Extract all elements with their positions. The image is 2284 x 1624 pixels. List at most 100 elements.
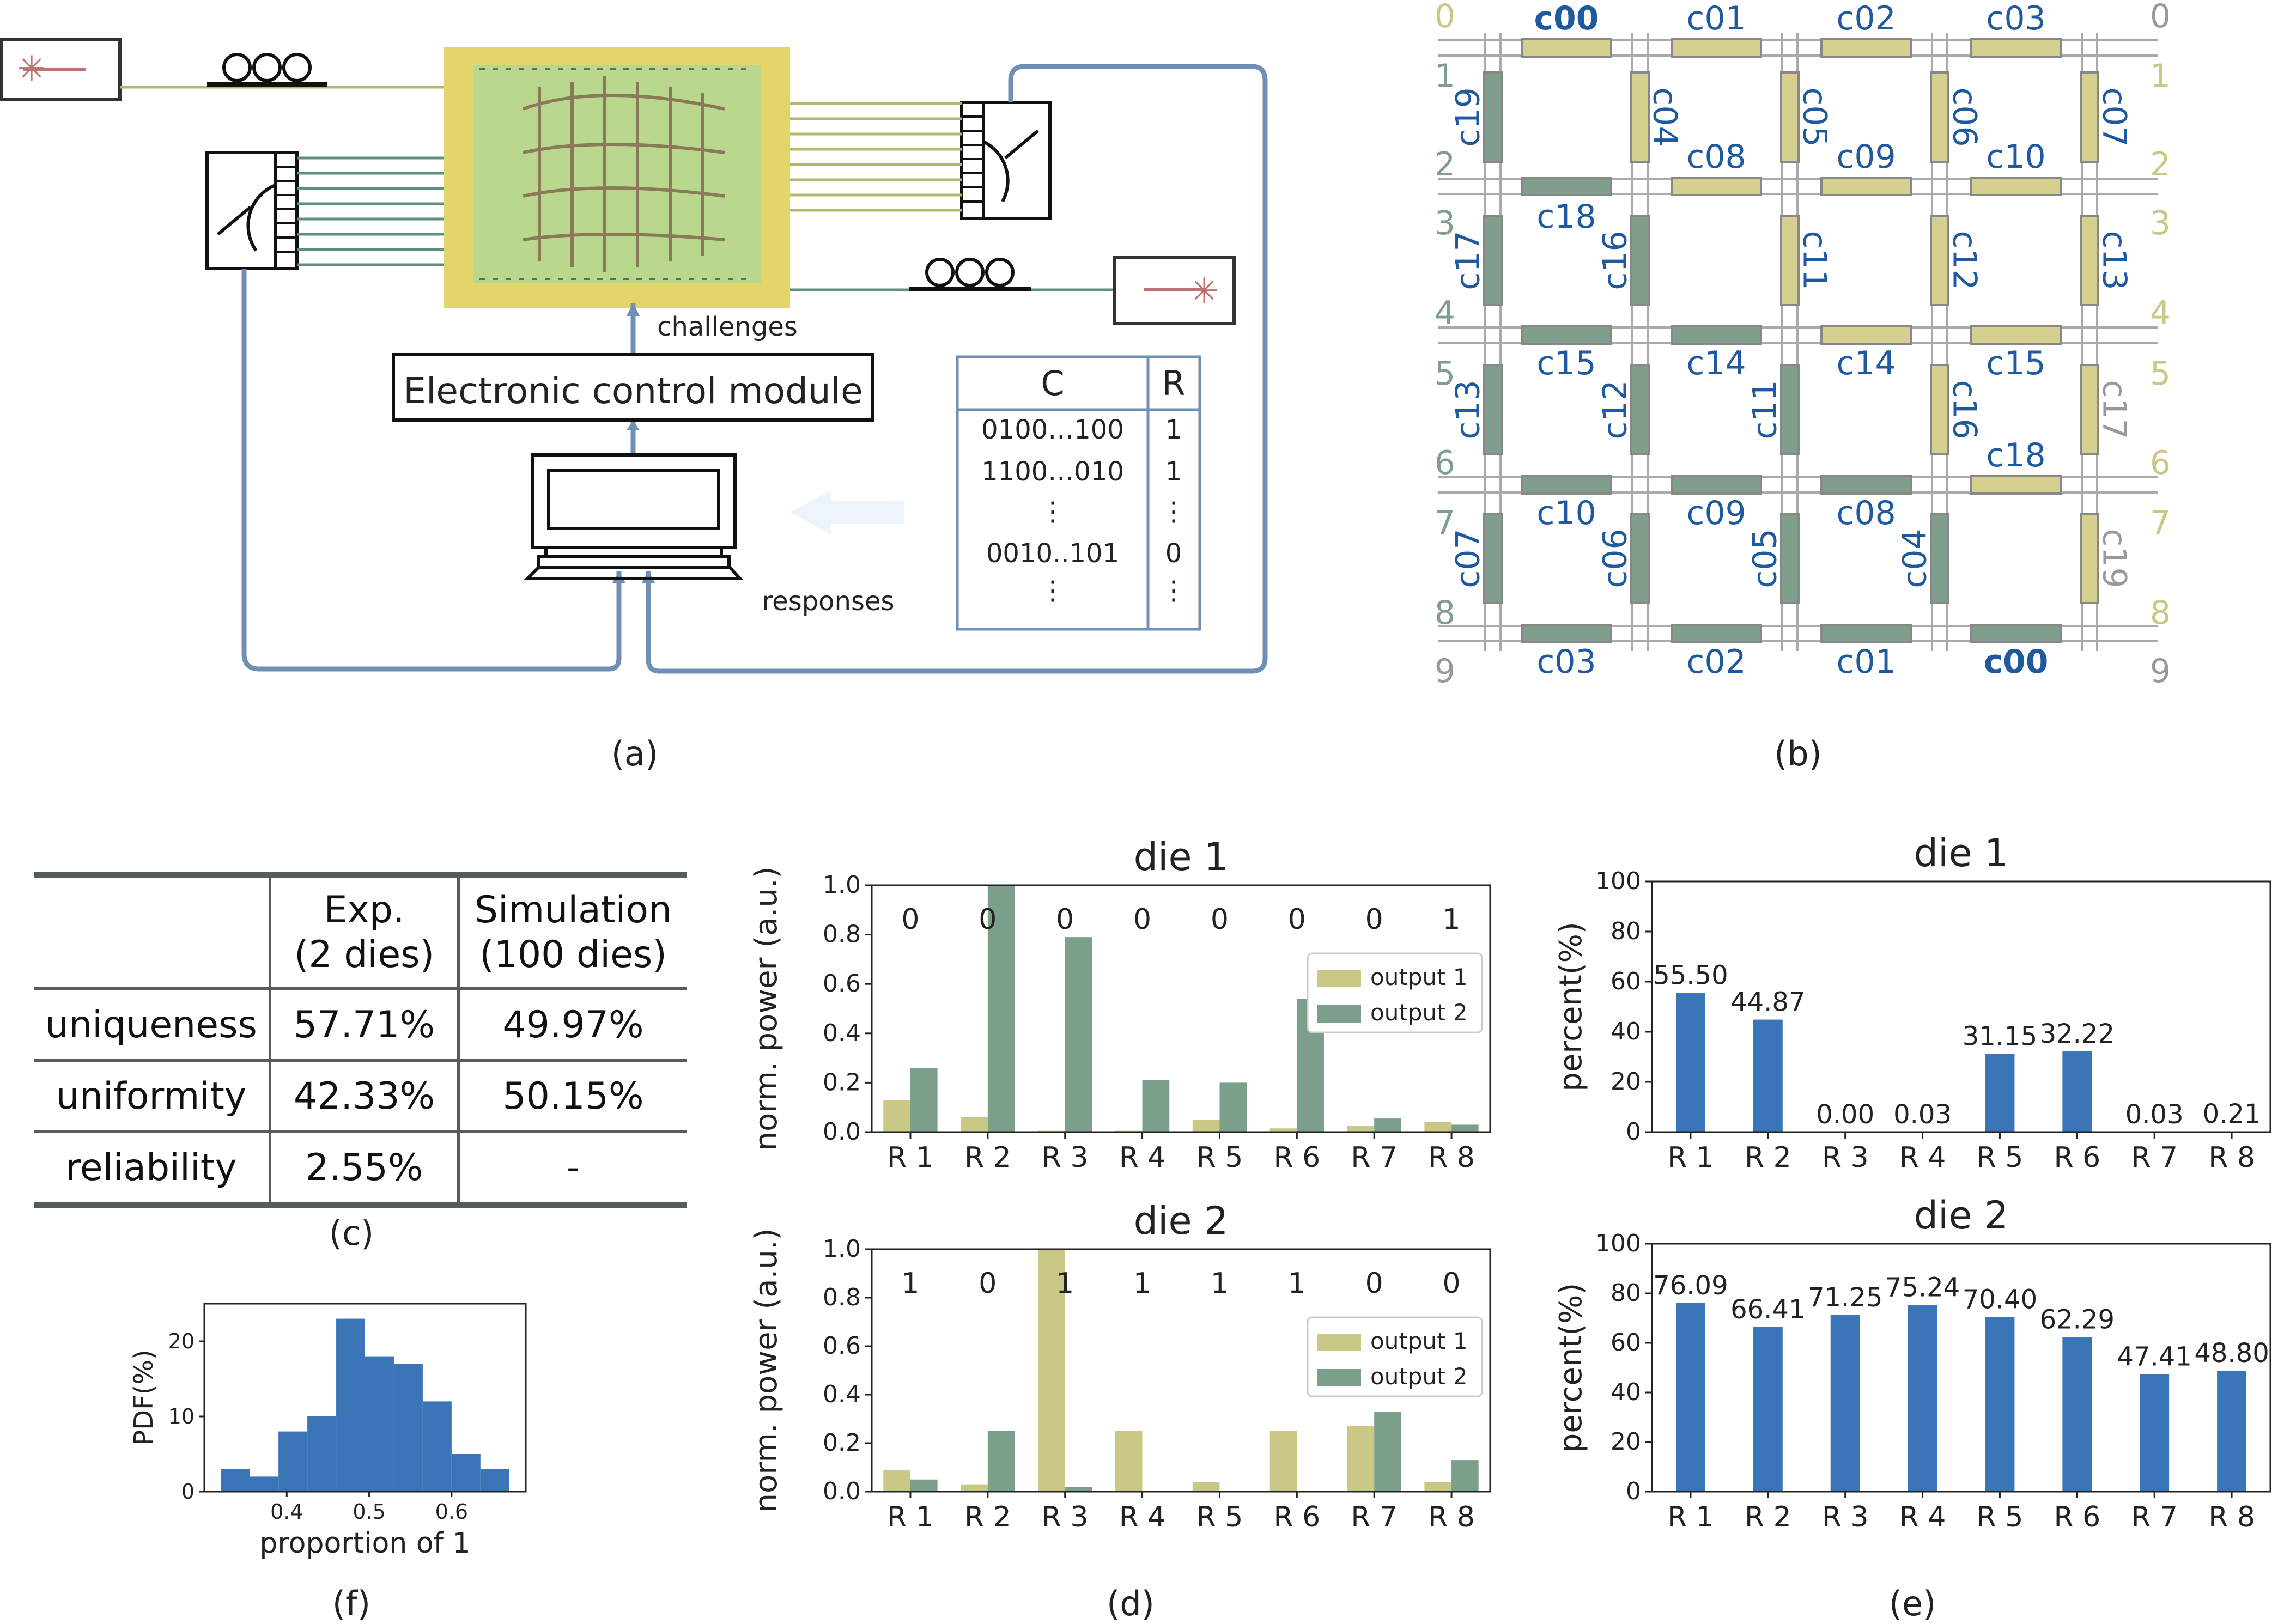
x-tick-label: R 1	[1667, 1501, 1714, 1534]
plot-frame	[203, 1303, 527, 1493]
metrics-table: Exp.(2 dies) Simulation(100 dies) unique…	[34, 872, 687, 1208]
response-bit-label: 0	[1288, 903, 1306, 936]
coupler-label: c18	[1986, 436, 2045, 475]
response-bit-label: 0	[1211, 903, 1229, 936]
coupler-label: c07	[1449, 528, 1487, 588]
y-tick-label: 0	[1626, 1477, 1641, 1505]
response-bit-label: 1	[1443, 903, 1461, 936]
header-sim-line1: Simulation	[474, 889, 672, 932]
bar-value-label: 0.03	[1893, 1099, 1952, 1130]
coupler-vertical	[1930, 71, 1949, 163]
x-tick-label: R 4	[1119, 1141, 1166, 1174]
response-bit-label: 0	[1133, 903, 1151, 936]
laser-source-right	[1113, 256, 1236, 325]
crp-challenge: 0100…100	[981, 415, 1124, 445]
plot-frame	[871, 1248, 1491, 1493]
coupler-label: c10	[1986, 138, 2045, 176]
chart-title: die 1	[1914, 831, 2009, 875]
y-tick-label: 0.4	[823, 1019, 861, 1047]
y-tick-label: 60	[1611, 968, 1641, 995]
bar	[2062, 1051, 2092, 1132]
bar-1	[1347, 1426, 1375, 1492]
metrics-header-blank	[34, 875, 271, 989]
detector-array-right-icon	[960, 101, 1052, 220]
port-label-right: 2	[2150, 145, 2171, 184]
coupler-label: c19	[2095, 528, 2133, 588]
coupler-label: c02	[1836, 0, 1896, 38]
bar	[2217, 1370, 2247, 1492]
x-tick-label: R 8	[2208, 1501, 2255, 1534]
crp-header-r: R	[1162, 363, 1185, 403]
y-tick-label: 20	[1611, 1068, 1641, 1096]
x-tick-label: R 3	[1042, 1141, 1089, 1174]
coupler-label: c13	[1449, 380, 1487, 439]
x-tick-label: R 8	[1428, 1501, 1475, 1534]
response-bit-label: 1	[1288, 1267, 1306, 1300]
port-label-right: 5	[2150, 355, 2171, 393]
y-tick-label: 20	[1611, 1428, 1641, 1456]
chart-title: die 2	[1134, 1199, 1229, 1243]
port-label-right: 1	[2150, 57, 2171, 95]
bar-value-label: 76.09	[1653, 1270, 1728, 1301]
bar-value-label: 32.22	[2040, 1019, 2115, 1049]
bar-1	[883, 1469, 910, 1492]
y-tick-label: 1.0	[823, 871, 861, 899]
legend-label: output 1	[1370, 964, 1468, 990]
coupler-label: c03	[1986, 0, 2045, 38]
y-axis-label: percent(%)	[1553, 922, 1589, 1091]
coupler-vertical	[2080, 513, 2099, 604]
legend-swatch	[1317, 1334, 1361, 1351]
signal-cables	[241, 64, 1268, 674]
x-tick-label: R 4	[1119, 1501, 1166, 1534]
bar-1	[1424, 1122, 1452, 1132]
bar	[1985, 1317, 2015, 1492]
x-tick-label: R 2	[1745, 1501, 1791, 1534]
response-bit-label: 0	[901, 903, 919, 936]
coupler-horizontal	[1521, 38, 1612, 58]
coupler-label: c14	[1686, 344, 1746, 382]
coupler-horizontal	[1671, 325, 1762, 345]
bar-1	[1192, 1482, 1220, 1492]
x-tick-label: R 2	[964, 1141, 1011, 1174]
laser-star-icon-right: ✳	[1189, 271, 1219, 312]
coupler-label: c04	[1645, 87, 1684, 147]
x-tick-label: R 8	[2208, 1141, 2255, 1174]
port-label-right: 8	[2150, 594, 2171, 632]
coupler-horizontal	[1521, 177, 1612, 196]
panel-label-e: (e)	[1889, 1584, 1936, 1623]
table-row: uniqueness 57.71% 49.97%	[34, 989, 687, 1061]
port-label-right: 4	[2150, 294, 2171, 332]
histogram-bar	[221, 1469, 250, 1492]
coupler-label: c02	[1686, 643, 1746, 681]
laser-star-icon: ✳	[17, 49, 46, 89]
y-axis-label: PDF(%)	[129, 1349, 159, 1446]
histogram-bar	[422, 1401, 452, 1492]
y-tick-label: 0.2	[823, 1429, 861, 1457]
y-tick-label: 100	[1595, 867, 1641, 895]
coupler-horizontal	[1521, 325, 1612, 345]
crp-response: ⋮	[1161, 575, 1187, 606]
coupler-horizontal	[1820, 38, 1912, 58]
bar-1	[1192, 1120, 1220, 1132]
coupler-horizontal	[1970, 38, 2062, 58]
port-label-right: 3	[2150, 204, 2171, 242]
port-label-right: 9	[2150, 652, 2171, 690]
challenges-label: challenges	[657, 312, 798, 342]
bar	[1753, 1019, 1783, 1132]
photonic-chip	[444, 47, 790, 308]
x-tick-label: R 6	[1273, 1501, 1320, 1534]
crp-challenge: 0010..101	[986, 538, 1119, 569]
module-label: Electronic control module	[403, 370, 862, 412]
histogram-bar	[451, 1454, 481, 1492]
legend-swatch	[1317, 1005, 1361, 1023]
electronic-control-module	[392, 353, 874, 422]
coupler-vertical	[1780, 364, 1800, 455]
detector-array-left-icon	[205, 151, 299, 270]
port-label-left: 3	[1435, 204, 1455, 242]
coupler-label: c11	[1746, 380, 1784, 439]
port-label-left: 8	[1435, 594, 1455, 632]
computer-icon	[523, 453, 744, 580]
